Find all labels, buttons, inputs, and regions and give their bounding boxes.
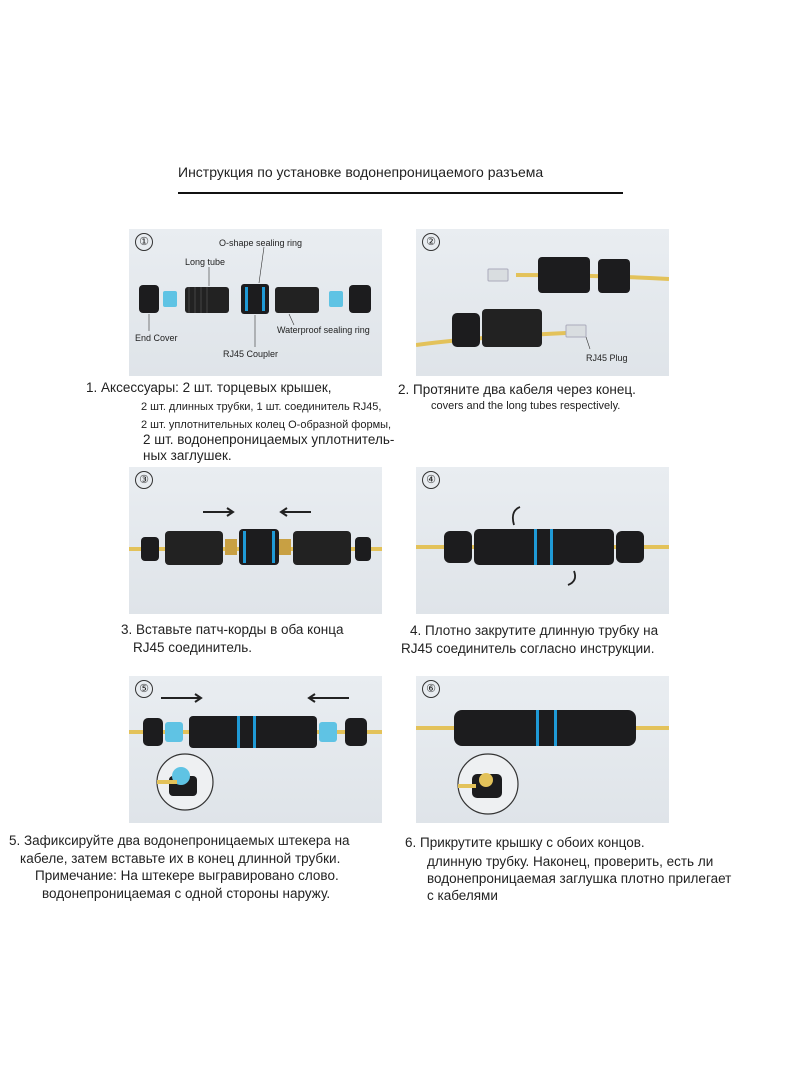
label-end-cover: End Cover: [135, 333, 178, 343]
step5-number: ⑤: [135, 680, 153, 698]
step6-caption-line4: с кабелями: [427, 888, 498, 903]
step1-caption-line5: ных заглушек.: [143, 448, 232, 463]
step3-caption-line2: RJ45 соединитель.: [133, 640, 253, 655]
step1-number: ①: [135, 233, 153, 251]
step4-number: ④: [422, 471, 440, 489]
step6-caption-line2: длинную трубку. Наконец, проверить, есть…: [427, 854, 714, 869]
step4-photo: ④: [416, 467, 669, 614]
step2-number: ②: [422, 233, 440, 251]
step1-caption-line3: 2 шт. уплотнительных колец О-образной фо…: [141, 419, 392, 431]
label-o-ring: O-shape sealing ring: [219, 238, 303, 248]
step2-photo: ② RJ45 Plug: [416, 229, 669, 376]
step2-caption-line1: 2. Протяните два кабеля через конец.: [398, 382, 636, 397]
step1-caption-line2: 2 шт. длинных трубки, 1 шт. соединитель …: [141, 401, 382, 413]
step5-caption-line1: 5. Зафиксируйте два водонепроницаемых шт…: [9, 833, 350, 848]
step6-caption-line3: водонепроницаемая заглушка плотно прилег…: [427, 871, 732, 886]
step1-caption-line1: 1. Аксессуары: 2 шт. торцевых крышек,: [86, 380, 332, 395]
step6-number: ⑥: [422, 680, 440, 698]
step4-caption-line1: 4. Плотно закрутите длинную трубку на: [410, 623, 659, 638]
step6-photo: ⑥: [416, 676, 669, 823]
label-rj45-plug: RJ45 Plug: [586, 353, 628, 363]
step5-caption-line4: водонепроницаемая с одной стороны наружу…: [42, 886, 331, 901]
step3-number: ③: [135, 471, 153, 489]
step5-caption-line3: Примечание: На штекере выгравировано сло…: [35, 868, 339, 883]
step1-caption-line4: 2 шт. водонепроницаемых уплотнитель-: [143, 432, 395, 447]
label-long-tube: Long tube: [185, 257, 226, 267]
label-waterproof-ring: Waterproof sealing ring: [277, 325, 370, 335]
step1-photo: ① O-shape sealing ring Long tube End Cov…: [129, 229, 382, 376]
step6-caption-line1: 6. Прикрутите крышку с обоих концов.: [405, 835, 645, 850]
step5-photo: ⑤: [129, 676, 382, 823]
step4-caption-line2: RJ45 соединитель согласно инструкции.: [401, 641, 655, 656]
step2-caption-line2: covers and the long tubes respectively.: [431, 400, 621, 412]
step3-photo: ③: [129, 467, 382, 614]
page-title: Инструкция по установке водонепроницаемо…: [178, 164, 544, 180]
step3-caption-line1: 3. Вставьте патч-корды в оба конца: [121, 622, 344, 637]
title-underline: [178, 192, 623, 194]
label-rj45-coupler: RJ45 Coupler: [223, 349, 279, 359]
step5-caption-line2: кабеле, затем вставьте их в конец длинно…: [20, 851, 341, 866]
